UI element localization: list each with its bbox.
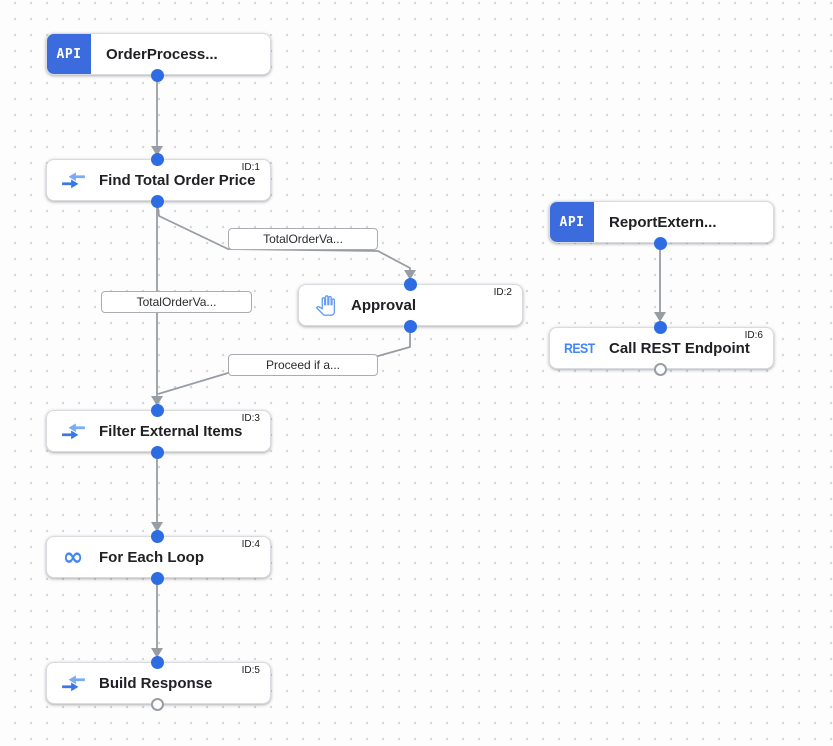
input-port[interactable] <box>403 277 417 291</box>
data-mapping-icon <box>60 674 86 693</box>
edge-label-proceed-if[interactable]: Proceed if a... <box>228 354 378 376</box>
node-call-rest-endpoint[interactable]: REST Call REST Endpoint ID:6 <box>549 327 774 369</box>
data-mapping-icon <box>60 422 86 441</box>
output-port[interactable] <box>150 571 164 585</box>
for-each-loop-infinity-icon: ∞ <box>62 542 84 571</box>
node-for-each-loop[interactable]: ∞ For Each Loop ID:4 <box>46 536 271 578</box>
output-port[interactable] <box>653 236 667 250</box>
edge-findtotal-to-approval[interactable] <box>156 200 416 280</box>
approval-hand-icon <box>312 294 338 316</box>
node-approval[interactable]: Approval ID:2 <box>298 284 523 326</box>
node-find-total-order-price[interactable]: Find Total Order Price ID:1 <box>46 159 271 201</box>
api-trigger-badge-icon: API <box>47 34 91 74</box>
node-id-badge: ID:5 <box>241 665 260 676</box>
node-reportextern-api-trigger[interactable]: API ReportExtern... <box>549 201 774 243</box>
edge-filter-to-foreach[interactable] <box>151 452 163 532</box>
edge-approval-to-filter[interactable] <box>157 326 411 395</box>
node-id-badge: ID:2 <box>493 287 512 298</box>
input-port[interactable] <box>150 403 164 417</box>
node-id-badge: ID:6 <box>744 330 763 341</box>
output-port[interactable] <box>150 194 164 208</box>
node-title: Call REST Endpoint <box>609 339 750 357</box>
edge-reportextern-to-callrest[interactable] <box>654 243 666 322</box>
output-port[interactable] <box>150 445 164 459</box>
output-port[interactable] <box>150 68 164 82</box>
node-title: Build Response <box>99 674 213 692</box>
edge-label-totalorderva-filter[interactable]: TotalOrderVa... <box>101 291 252 313</box>
api-trigger-badge-icon: API <box>550 202 594 242</box>
output-port-unconnected[interactable] <box>653 362 667 376</box>
node-orderprocess-api-trigger[interactable]: API OrderProcess... <box>46 33 271 75</box>
data-mapping-icon <box>60 171 86 190</box>
node-title: Approval <box>351 296 417 314</box>
input-port[interactable] <box>150 655 164 669</box>
input-port[interactable] <box>150 529 164 543</box>
edge-label-totalorderva-approval[interactable]: TotalOrderVa... <box>228 228 378 250</box>
input-port[interactable] <box>150 152 164 166</box>
output-port-unconnected[interactable] <box>150 697 164 711</box>
node-id-badge: ID:4 <box>241 539 260 550</box>
node-title: For Each Loop <box>99 548 204 566</box>
node-build-response[interactable]: Build Response ID:5 <box>46 662 271 704</box>
node-id-badge: ID:3 <box>241 413 260 424</box>
edge-orderprocess-to-findtotal[interactable] <box>151 75 163 156</box>
node-title: Filter External Items <box>99 422 243 440</box>
output-port[interactable] <box>403 319 417 333</box>
node-id-badge: ID:1 <box>241 162 260 173</box>
node-title: ReportExtern... <box>609 213 717 231</box>
input-port[interactable] <box>653 320 667 334</box>
node-title: OrderProcess... <box>106 45 218 63</box>
edge-foreach-to-buildresponse[interactable] <box>151 578 163 658</box>
rest-icon: REST <box>563 340 595 356</box>
node-title: Find Total Order Price <box>99 171 256 189</box>
